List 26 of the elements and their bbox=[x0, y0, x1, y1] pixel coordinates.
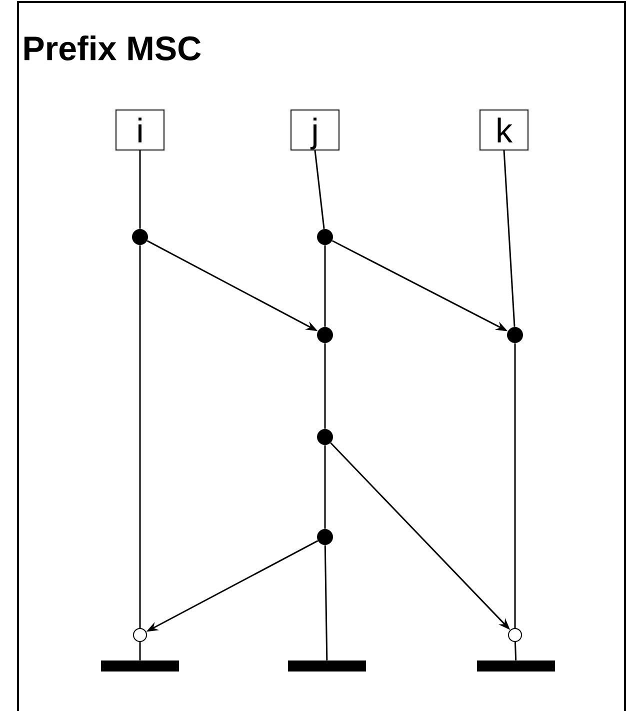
lifeline bbox=[324, 245, 326, 327]
open-event-dot bbox=[508, 628, 522, 642]
lifeline bbox=[324, 445, 326, 529]
event-dot bbox=[507, 327, 523, 343]
lifeline-end-bar bbox=[477, 660, 555, 672]
lifeline bbox=[314, 150, 325, 229]
lifeline-head-box: j bbox=[290, 110, 340, 150]
lifeline bbox=[139, 642, 141, 660]
lifeline bbox=[324, 545, 328, 660]
title: Prefix MSC bbox=[24, 36, 201, 60]
lifeline bbox=[514, 343, 516, 628]
lifeline bbox=[139, 150, 141, 229]
lifeline-head-box: i bbox=[116, 110, 164, 150]
open-event-dot bbox=[133, 628, 147, 642]
lifeline bbox=[514, 642, 517, 660]
event-dot bbox=[317, 229, 333, 245]
lifeline bbox=[324, 343, 326, 429]
event-dot bbox=[317, 327, 333, 343]
lifeline-head-box: k bbox=[480, 110, 528, 150]
event-dot bbox=[317, 429, 333, 445]
event-dot bbox=[317, 529, 333, 545]
lifeline-end-bar bbox=[288, 660, 366, 672]
lifeline bbox=[139, 245, 141, 628]
event-dot bbox=[132, 229, 148, 245]
lifeline-end-bar bbox=[101, 660, 179, 672]
lifeline bbox=[503, 150, 516, 327]
